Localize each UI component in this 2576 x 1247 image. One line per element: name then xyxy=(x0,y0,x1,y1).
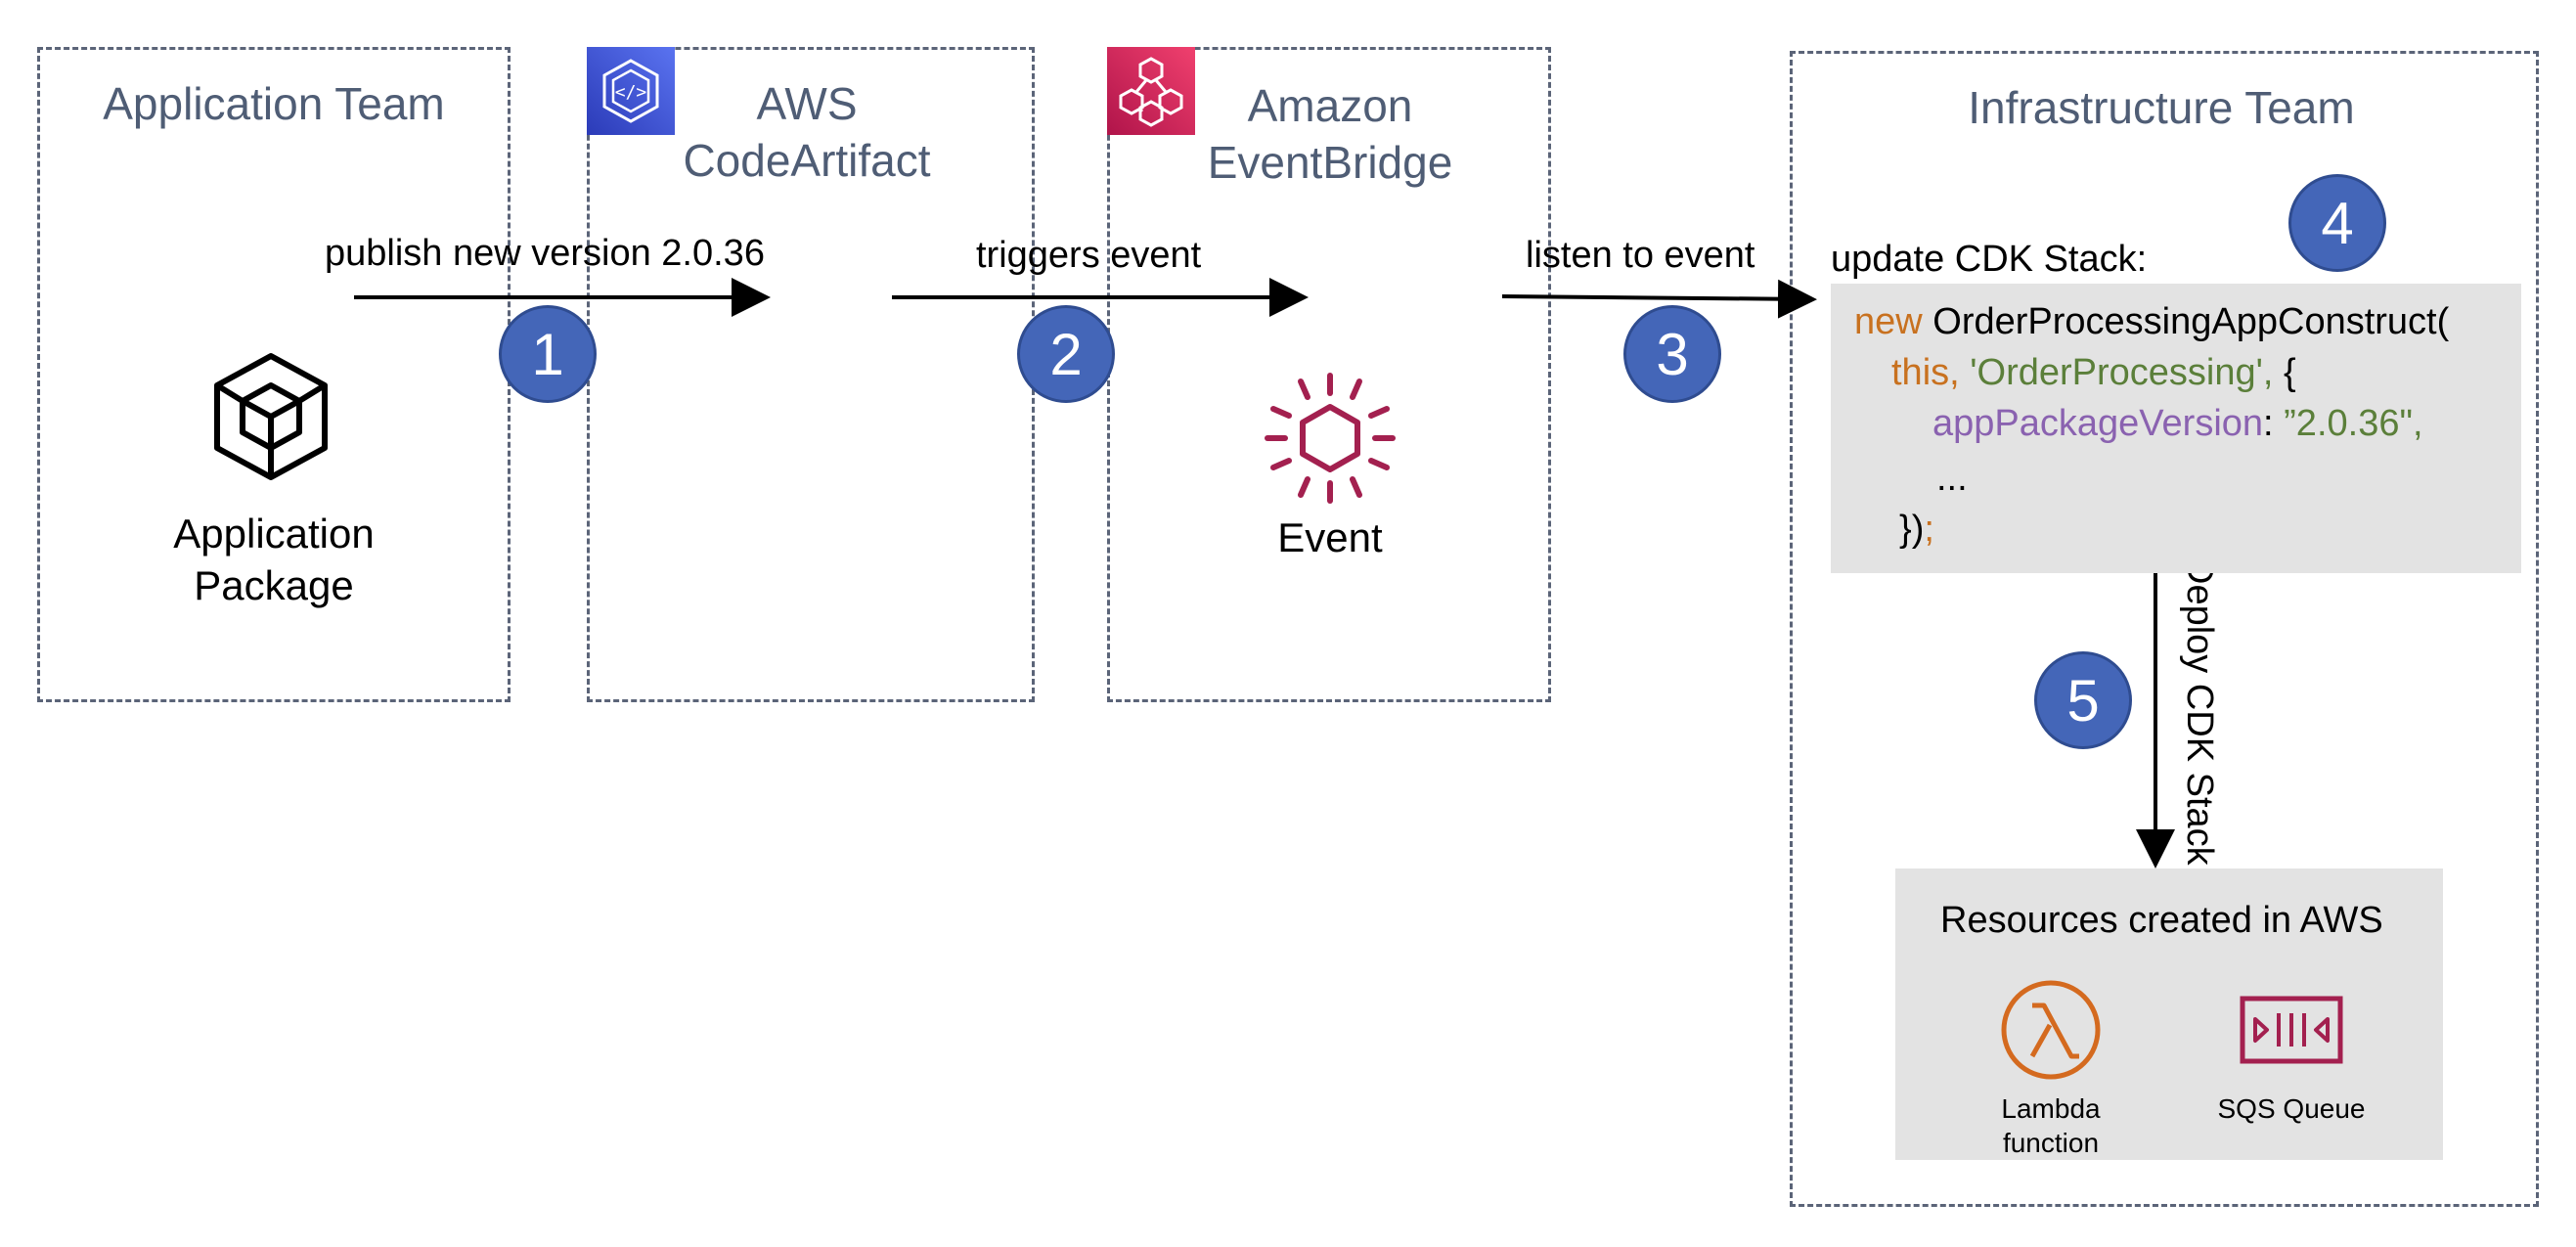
cdk-code-snippet: new OrderProcessingAppConstruct( this, '… xyxy=(1831,284,2521,573)
svg-text:</>: </> xyxy=(615,82,647,103)
resources-box: Resources created in AWS Lambda function… xyxy=(1895,868,2443,1160)
code-semicolon: ; xyxy=(1924,509,1934,550)
update-label: update CDK Stack: xyxy=(1831,239,2148,280)
step-1-badge: 1 xyxy=(499,305,597,403)
code-line-4: ... xyxy=(1936,458,1968,500)
code-string-name: 'OrderProcessing', xyxy=(1970,352,2274,393)
code-colon: : xyxy=(2263,403,2274,444)
lambda-label: Lambda function xyxy=(2001,1093,2101,1158)
event-hexagon-icon xyxy=(1262,370,1399,507)
code-line-2: this, 'OrderProcessing', { xyxy=(1891,352,2296,394)
codeartifact-title: AWS CodeArtifact xyxy=(683,78,931,186)
resources-title: Resources created in AWS xyxy=(1940,900,2383,941)
listen-arrow xyxy=(1501,279,1817,319)
infrastructure-team-title: Infrastructure Team xyxy=(1968,82,2355,133)
step-2-badge: 2 xyxy=(1017,305,1115,403)
code-version-value: ”2.0.36", xyxy=(2284,403,2423,444)
code-line-3: appPackageVersion: ”2.0.36", xyxy=(1932,403,2423,445)
application-team-title: Application Team xyxy=(103,78,445,129)
triggers-label: triggers event xyxy=(976,235,1202,276)
sqs-label: SQS Queue xyxy=(2217,1093,2366,1124)
code-line-5: }); xyxy=(1899,509,1934,551)
step-4-badge: 4 xyxy=(2288,174,2386,272)
publish-label: publish new version 2.0.36 xyxy=(325,233,765,274)
code-property-name: appPackageVersion xyxy=(1932,403,2264,444)
code-keyword-this: this, xyxy=(1891,352,1960,393)
eventbridge-icon xyxy=(1107,47,1195,135)
infrastructure-team-lane xyxy=(1790,51,2539,1207)
sqs-queue-icon xyxy=(2240,996,2343,1064)
code-ellipsis: ... xyxy=(1936,458,1968,499)
code-line-1: new OrderProcessingAppConstruct( xyxy=(1854,301,2449,343)
code-class-name: OrderProcessingAppConstruct( xyxy=(1932,301,2450,342)
application-package-label: Application Package xyxy=(173,511,375,608)
event-label: Event xyxy=(1277,514,1383,560)
eventbridge-title: Amazon EventBridge xyxy=(1207,80,1453,188)
deploy-label: Deploy CDK Stack xyxy=(2179,557,2220,866)
code-keyword-new: new xyxy=(1854,301,1923,342)
listen-label: listen to event xyxy=(1526,235,1755,276)
code-close-brace: }) xyxy=(1899,509,1925,550)
step-3-badge: 3 xyxy=(1623,305,1721,403)
code-brace-open: { xyxy=(2284,352,2296,393)
step-5-badge: 5 xyxy=(2034,651,2132,749)
package-cube-icon xyxy=(207,350,334,483)
codeartifact-icon: </> xyxy=(587,47,675,135)
lambda-icon xyxy=(1999,978,2103,1082)
